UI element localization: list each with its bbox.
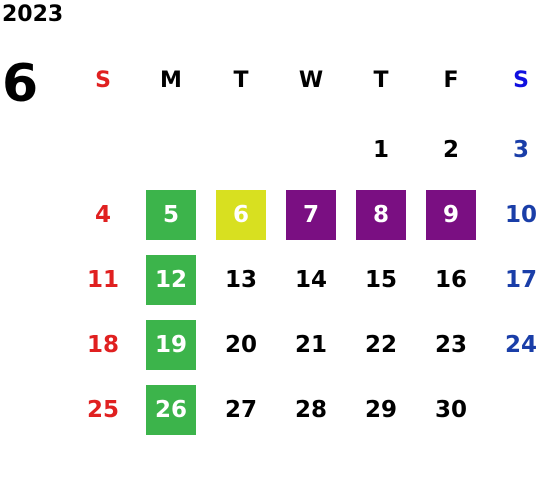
calendar-day[interactable]: 28	[294, 397, 327, 423]
calendar-day[interactable]: 21	[294, 332, 327, 358]
calendar-day[interactable]: 12	[146, 255, 196, 305]
calendar-day[interactable]: 17	[504, 267, 537, 293]
calendar-day[interactable]: 26	[146, 385, 196, 435]
weekday-header: S	[95, 68, 111, 93]
calendar-day[interactable]: 3	[512, 137, 529, 163]
weekday-header: T	[373, 68, 389, 93]
calendar-day[interactable]: 29	[364, 397, 397, 423]
calendar-day[interactable]: 19	[146, 320, 196, 370]
calendar-day[interactable]: 13	[224, 267, 257, 293]
weekday-header: M	[160, 68, 182, 93]
calendar-day[interactable]: 6	[216, 190, 266, 240]
calendar-day[interactable]: 22	[364, 332, 397, 358]
calendar-day[interactable]: 23	[434, 332, 467, 358]
weekday-header: T	[233, 68, 249, 93]
calendar-day[interactable]: 7	[286, 190, 336, 240]
calendar-day[interactable]: 5	[146, 190, 196, 240]
weekday-header: F	[443, 68, 459, 93]
calendar-day[interactable]: 2	[442, 137, 459, 163]
calendar-day[interactable]: 11	[86, 267, 119, 293]
calendar-day[interactable]: 15	[364, 267, 397, 293]
year-label: 2023	[2, 2, 64, 27]
calendar-day[interactable]: 1	[372, 137, 389, 163]
calendar-day[interactable]: 20	[224, 332, 257, 358]
calendar-day[interactable]: 25	[86, 397, 119, 423]
calendar-day[interactable]: 24	[504, 332, 537, 358]
calendar-day[interactable]: 18	[86, 332, 119, 358]
calendar-day[interactable]: 14	[294, 267, 327, 293]
calendar-day[interactable]: 30	[434, 397, 467, 423]
calendar-day[interactable]: 4	[94, 202, 111, 228]
calendar-day[interactable]: 8	[356, 190, 406, 240]
calendar-day[interactable]: 9	[426, 190, 476, 240]
weekday-header: W	[298, 68, 324, 93]
calendar-day[interactable]: 16	[434, 267, 467, 293]
month-label: 6	[2, 54, 39, 114]
calendar-day[interactable]: 27	[224, 397, 257, 423]
weekday-header: S	[513, 68, 529, 93]
calendar-day[interactable]: 10	[504, 202, 537, 228]
